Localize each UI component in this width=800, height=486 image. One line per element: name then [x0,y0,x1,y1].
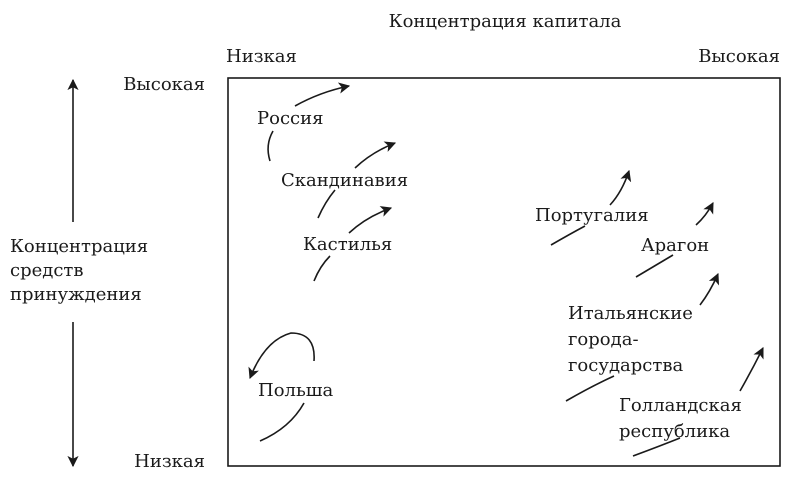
label-russia: Россия [257,108,323,129]
y-axis-high-label: Высокая [123,74,205,95]
aragon-arrow [695,202,714,226]
poland-arrow [248,332,315,380]
label-poland: Польша [258,380,334,401]
diagram-title: Концентрация капитала [389,11,622,32]
castile-arrow [348,206,393,234]
y-axis-label-line-3: принуждения [10,284,142,305]
dutch-republic-arrow-tail [632,437,681,457]
label-aragon: Арагон [641,235,709,256]
label-italian-line-2: города- [568,329,639,350]
aragon-arrow-tail [635,254,674,278]
dutch-republic-arrow [739,346,764,392]
poland-arrow-tail [259,402,305,442]
y-axis-label-line-2: средств [10,260,84,281]
y-axis-label-line-1: Концентрация [10,236,148,257]
label-portugal: Португалия [535,205,649,226]
italian-city-states-arrow-tail [565,375,615,402]
label-dutch-line-1: Голландская [619,395,742,416]
label-dutch-line-2: республика [619,421,730,442]
x-axis-high-label: Высокая [698,46,780,67]
portugal-arrow-tail [550,225,586,246]
russia-arrow [294,82,351,107]
label-scandinavia: Скандинавия [281,170,408,191]
label-italian-line-3: государства [568,355,683,376]
label-castile: Кастилья [303,234,392,255]
portugal-arrow [609,169,632,206]
italian-city-states-arrow [699,272,720,306]
plot-frame [227,77,781,467]
scandinavia-arrow [354,141,397,169]
label-italian-line-1: Итальянские [568,303,693,324]
y-axis-low-label: Низкая [134,451,205,472]
scandinavia-arrow-tail [317,189,336,219]
x-axis-low-label: Низкая [226,46,297,67]
castile-arrow-tail [313,255,331,282]
russia-arrow-tail [267,130,274,162]
